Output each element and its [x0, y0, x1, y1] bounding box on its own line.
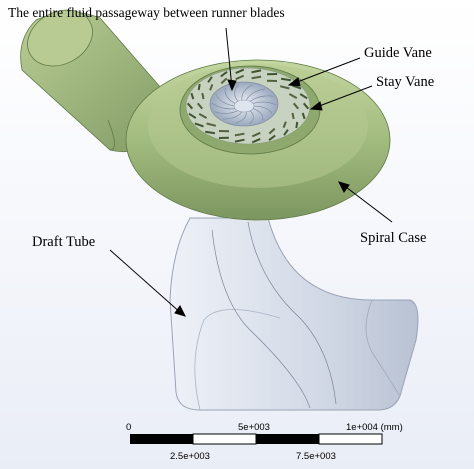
stay-vane-blade — [205, 130, 216, 135]
guide-vane-blade — [282, 121, 287, 128]
scale-tick-2-5e3: 2.5e+003 — [170, 451, 210, 462]
guide-vane-label: Guide Vane — [364, 45, 432, 61]
stay-vane-blade — [292, 84, 302, 90]
spiral-case-label: Spiral Case — [360, 230, 426, 246]
spiral-case-arrow — [341, 183, 393, 223]
stay-vane-blade — [220, 71, 228, 78]
runner-arrow — [225, 27, 233, 89]
guide-vane-blade — [279, 85, 290, 90]
runner-blade — [222, 111, 243, 120]
stay-vane-blade — [283, 129, 289, 136]
stay-vane-blade — [207, 76, 213, 83]
stay-vane-blade — [197, 83, 201, 91]
runner-label: The entire fluid passageway between runn… — [8, 5, 285, 20]
runner-blade — [249, 110, 254, 124]
stay-vane-arrow — [313, 85, 373, 109]
guide-vane-blade — [198, 113, 208, 119]
scale-tick-5e3: 5e+003 — [238, 422, 270, 433]
guide-vane-blade — [234, 132, 245, 137]
scale-bar: 0 5e+003 1e+004 (mm) 2.5e+003 7.5e+003 — [126, 422, 403, 462]
stay-vane-blade — [301, 112, 306, 120]
guide-vane-blade — [251, 131, 261, 138]
runner-blade — [215, 94, 235, 107]
scale-tick-7-5e3: 7.5e+003 — [296, 451, 336, 462]
stay-vane-blade — [234, 138, 245, 143]
stay-vane-blade — [251, 69, 262, 74]
draft-tube-label: Draft Tube — [32, 234, 95, 250]
guide-vane-blade — [292, 102, 300, 110]
stay-vane-blade — [235, 68, 245, 75]
stay-vane-blade — [186, 102, 194, 110]
runner-blade — [214, 110, 238, 114]
stay-vane-blade — [190, 92, 195, 100]
guide-vane-blade — [209, 84, 214, 91]
stay-vane-blade — [251, 137, 261, 144]
guide-vane-arrow — [291, 57, 361, 85]
vane-ring — [186, 68, 310, 144]
runner-blade — [250, 95, 274, 102]
leader-arrows — [109, 27, 393, 317]
guide-vane-blade — [288, 93, 298, 99]
guide-vane-blade — [291, 112, 295, 120]
stay-vane-label: Stay Vane — [376, 74, 434, 90]
guide-vane-blade — [220, 77, 228, 85]
runner-blade — [224, 87, 236, 104]
runner-blade — [252, 101, 277, 106]
runner-blade — [234, 84, 239, 102]
stay-vane-blade — [299, 93, 308, 100]
guide-vane-blade — [196, 102, 204, 110]
guide-vane-blade — [268, 127, 276, 135]
scale-tick-0: 0 — [126, 422, 131, 433]
runner-blade — [241, 84, 253, 101]
draft-tube — [169, 217, 419, 411]
runner-blade — [253, 105, 273, 114]
runner-blade — [245, 88, 266, 101]
runner-blade — [252, 108, 264, 121]
runner-blade — [211, 102, 236, 110]
guide-vane-blade — [201, 92, 205, 100]
draft-tube-arrow — [109, 249, 183, 315]
runner-blade — [235, 111, 247, 124]
stay-vane-blade — [268, 134, 276, 141]
scale-tick-1e4: 1e+004 (mm) — [346, 422, 403, 433]
guide-vane-blade — [206, 122, 217, 127]
stay-vane-blade — [188, 112, 197, 119]
stay-vane-blade — [280, 77, 291, 82]
stay-vane-blade — [302, 102, 310, 110]
stay-vane-blade — [295, 121, 299, 129]
stay-vane-blade — [194, 122, 204, 128]
guide-vane-blade — [235, 74, 245, 81]
guide-vane-blade — [251, 75, 262, 80]
runner — [209, 81, 279, 127]
